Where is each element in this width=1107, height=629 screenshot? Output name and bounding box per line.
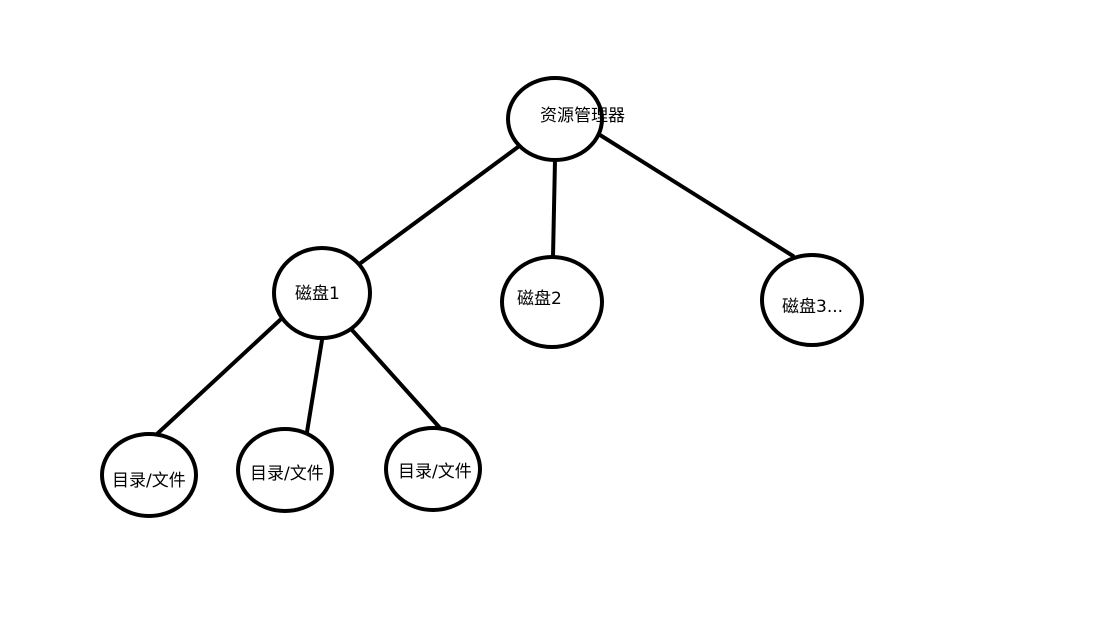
edge-root-disk3 [598,133,795,258]
node-disk1-label: 磁盘1 [295,284,340,304]
node-item1-ellipse [100,432,198,518]
node-disk1: 磁盘1 [272,246,372,340]
node-disk2-ellipse [500,255,604,349]
edge-root-disk2 [551,158,557,259]
node-disk2-label: 磁盘2 [517,289,562,309]
node-root-ellipse [506,76,604,162]
node-root-label: 资源管理器 [540,106,625,126]
node-disk2: 磁盘2 [500,255,604,349]
node-item2-label: 目录/文件 [250,464,324,484]
node-root: 资源管理器 [506,76,625,162]
edge-disk1-item2 [305,338,324,434]
node-disk1-ellipse [272,246,372,340]
edge-disk1-item3 [350,328,442,430]
node-disk3-label: 磁盘3... [782,297,843,317]
node-disk3-ellipse [760,253,864,347]
node-item1: 目录/文件 [100,432,198,518]
node-item2-ellipse [236,427,334,513]
node-item1-label: 目录/文件 [112,471,186,491]
node-item3: 目录/文件 [384,426,482,512]
node-item3-ellipse [384,426,482,512]
node-item3-label: 目录/文件 [398,462,472,482]
node-disk3: 磁盘3... [760,253,864,347]
node-item2: 目录/文件 [236,427,334,513]
edge-root-disk1 [356,142,524,267]
edges [155,133,795,436]
edge-disk1-item1 [155,318,282,436]
